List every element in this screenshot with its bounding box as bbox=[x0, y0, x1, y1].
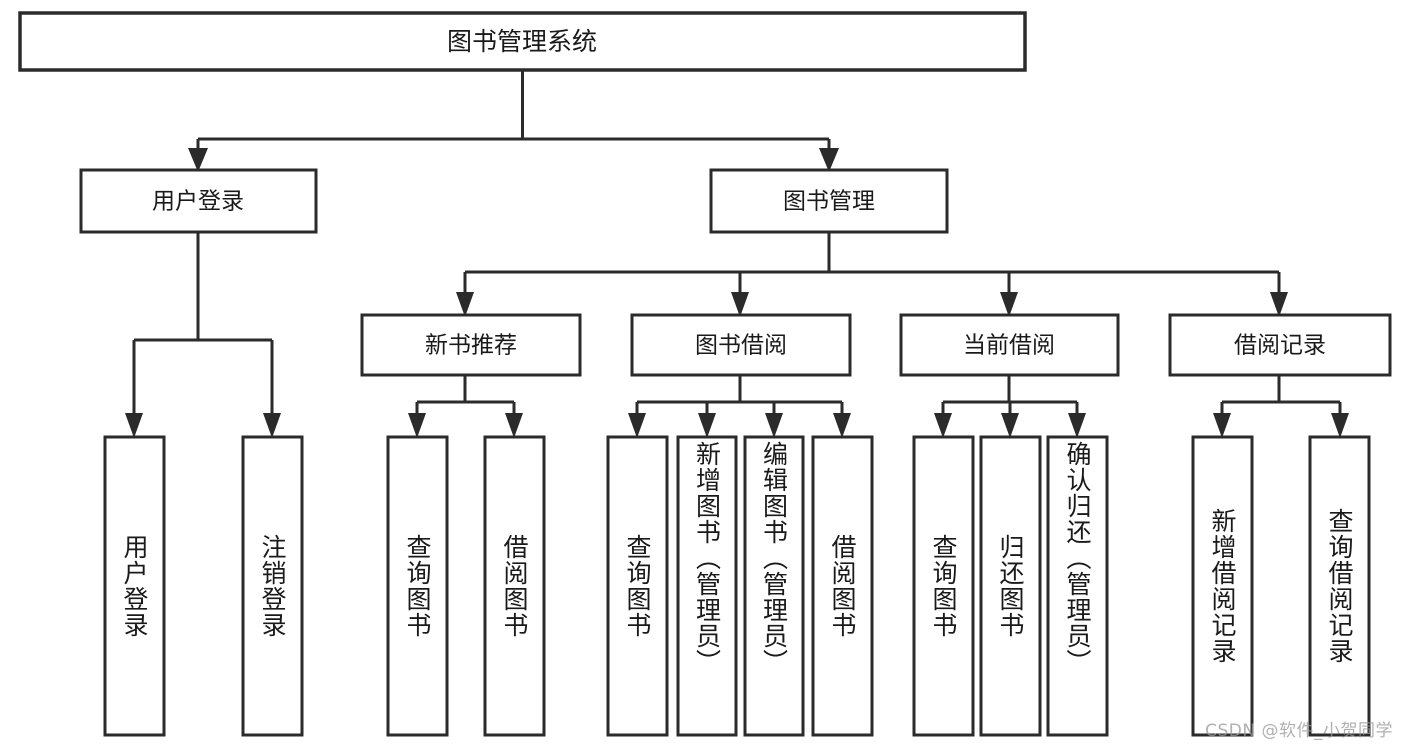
arrowhead-book-mgmt bbox=[819, 148, 839, 172]
node-borrow-record[interactable]: 借阅记录 bbox=[1168, 313, 1392, 377]
arrowhead-br-add-record bbox=[1213, 413, 1231, 438]
arrowhead-bb-query-book bbox=[628, 413, 646, 438]
arrowhead-book-borrow bbox=[731, 292, 749, 317]
connector-group-current-borrow bbox=[934, 375, 1086, 438]
node-box-current-borrow[interactable] bbox=[899, 313, 1120, 377]
node-box-book-borrow[interactable] bbox=[630, 313, 852, 377]
arrowhead-borrow-record bbox=[1270, 292, 1288, 317]
connector-group-borrow-record bbox=[1213, 375, 1349, 438]
node-current-borrow[interactable]: 当前借阅 bbox=[899, 313, 1120, 377]
arrowhead-nbr-query-book bbox=[408, 413, 426, 438]
node-root-system[interactable]: 图书管理系统 bbox=[18, 11, 1027, 72]
connector-group-root bbox=[188, 70, 839, 172]
node-book-management[interactable]: 图书管理 bbox=[709, 168, 949, 234]
arrowhead-cb-confirm-return bbox=[1068, 413, 1086, 438]
node-box-leaf-nbr-query-book[interactable] bbox=[386, 435, 449, 737]
node-book-borrow[interactable]: 图书借阅 bbox=[630, 313, 852, 377]
arrowhead-leaf-user-login bbox=[125, 413, 143, 438]
arrowhead-current-borrow bbox=[1000, 292, 1018, 317]
node-box-new-book-recommend[interactable] bbox=[360, 313, 582, 377]
arrowhead-cb-query-book bbox=[934, 413, 952, 438]
arrowhead-cb-return-book bbox=[1001, 413, 1019, 438]
connector-group-new-book-rec bbox=[408, 375, 523, 438]
node-box-leaf-bb-add-book[interactable] bbox=[676, 435, 738, 737]
arrowhead-leaf-logout bbox=[263, 413, 281, 438]
watermark-text: CSDN @软件_小贺同学 bbox=[1205, 721, 1393, 741]
node-box-leaf-cb-confirm-return[interactable] bbox=[1046, 435, 1109, 737]
connector-group-book-mgmt bbox=[456, 232, 1288, 317]
node-box-book-management[interactable] bbox=[709, 168, 949, 234]
node-new-book-recommend[interactable]: 新书推荐 bbox=[360, 313, 582, 377]
connector-group-user-login bbox=[125, 232, 281, 438]
node-label-new-book-recommend: 新书推荐 bbox=[425, 333, 517, 359]
node-label-root-system: 图书管理系统 bbox=[447, 27, 597, 56]
node-label-book-management: 图书管理 bbox=[783, 189, 875, 215]
node-label-borrow-record: 借阅记录 bbox=[1234, 333, 1326, 359]
node-box-leaf-bb-query-book[interactable] bbox=[606, 435, 669, 737]
node-box-leaf-logout[interactable] bbox=[241, 435, 304, 737]
node-box-leaf-cb-query-book[interactable] bbox=[912, 435, 975, 737]
node-user-login[interactable]: 用户登录 bbox=[79, 168, 318, 234]
arrowhead-nbr-borrow-book bbox=[505, 413, 523, 438]
node-box-leaf-user-login[interactable] bbox=[103, 435, 166, 737]
connector-group-book-borrow bbox=[628, 375, 851, 438]
node-label-book-borrow: 图书借阅 bbox=[695, 333, 787, 359]
arrowhead-bb-borrow-book bbox=[833, 413, 851, 438]
arrowhead-br-query-record bbox=[1331, 413, 1349, 438]
node-label-user-login: 用户登录 bbox=[152, 189, 244, 215]
node-box-root-system[interactable] bbox=[18, 11, 1027, 72]
node-box-user-login[interactable] bbox=[79, 168, 318, 234]
arrowhead-new-book-rec bbox=[456, 292, 474, 317]
arrowhead-bb-edit-book bbox=[765, 413, 783, 438]
node-box-leaf-bb-edit-book[interactable] bbox=[743, 435, 805, 737]
arrowhead-user-login bbox=[188, 148, 208, 172]
node-box-leaf-br-query-record[interactable] bbox=[1308, 435, 1371, 737]
node-box-leaf-cb-return-book[interactable] bbox=[979, 435, 1042, 737]
arrowhead-bb-add-book bbox=[698, 413, 716, 438]
node-label-current-borrow: 当前借阅 bbox=[963, 333, 1055, 359]
node-box-leaf-nbr-borrow-book[interactable] bbox=[483, 435, 546, 737]
node-box-leaf-bb-borrow-book[interactable] bbox=[811, 435, 874, 737]
node-box-borrow-record[interactable] bbox=[1168, 313, 1392, 377]
node-box-leaf-br-add-record[interactable] bbox=[1191, 435, 1254, 737]
